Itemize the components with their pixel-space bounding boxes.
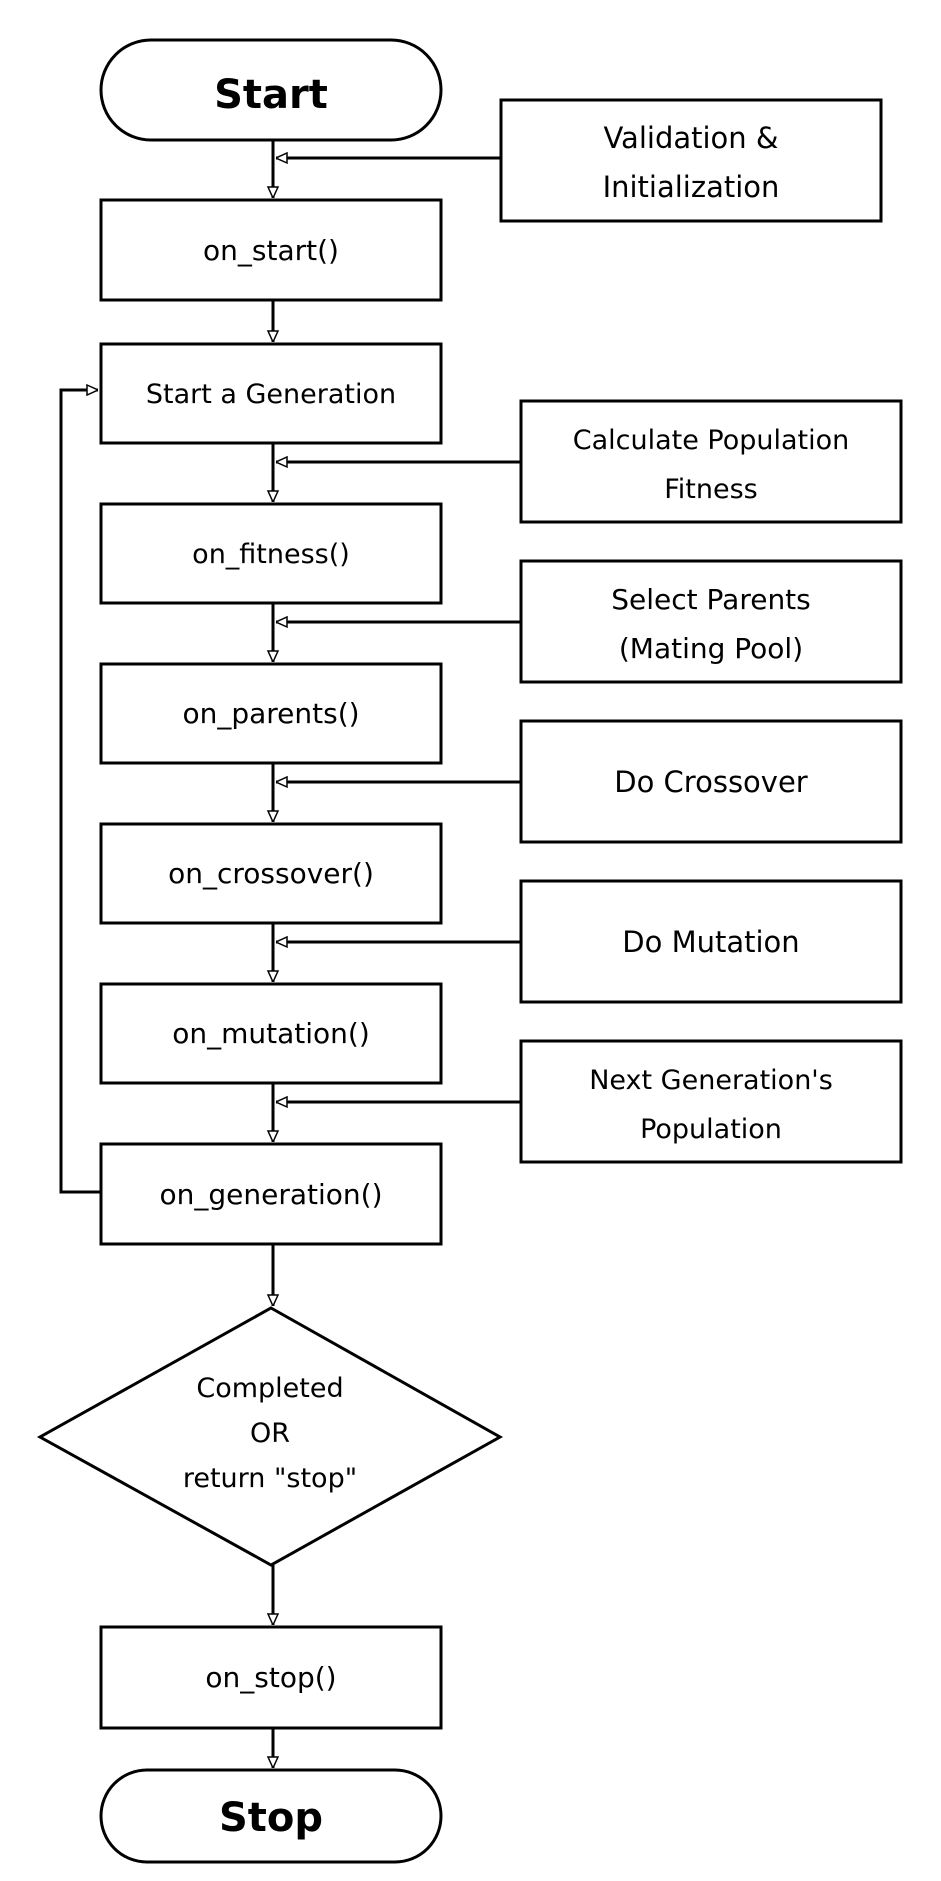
fitness-line-2: Fitness (664, 474, 758, 505)
connector-loop-back (59, 390, 101, 1194)
crossover-shape (519, 719, 903, 844)
fitness-line-1: Calculate Population (573, 425, 850, 456)
mutation-line-1: Do Mutation (622, 925, 799, 959)
on-mutation-shape (99, 982, 443, 1085)
on-generation-label: on_generation() (159, 1178, 382, 1211)
on-stop-shape (99, 1625, 443, 1730)
validation-line-1: Validation & (603, 121, 778, 155)
next-gen-box: Next Generation's Population (519, 1039, 903, 1164)
on-stop-box: on_stop() (99, 1625, 443, 1730)
mutation-box: Do Mutation (519, 879, 903, 1004)
parents-shape (519, 559, 903, 684)
decision-line-2: OR (250, 1418, 290, 1449)
start-label: Start (214, 72, 328, 118)
on-start-box: on_start() (99, 198, 443, 302)
main-flow-connectors (59, 140, 273, 1768)
on-stop-label: on_stop() (205, 1661, 336, 1694)
start-generation-shape (99, 342, 443, 445)
on-start-label: on_start() (203, 234, 339, 267)
validation-line-2: Initialization (603, 170, 780, 204)
next-gen-shape (519, 1039, 903, 1164)
crossover-box: Do Crossover (519, 719, 903, 844)
decision-line-3: return "stop" (183, 1463, 357, 1494)
on-generation-box: on_generation() (99, 1142, 443, 1246)
validation-shape (499, 98, 883, 223)
start-shape (99, 38, 443, 142)
on-parents-shape (99, 662, 443, 765)
start-generation-box: Start a Generation (99, 342, 443, 445)
parents-line-1: Select Parents (611, 583, 811, 616)
decision-shape (36, 1306, 504, 1567)
stop-label: Stop (219, 1795, 323, 1841)
on-start-shape (99, 198, 443, 302)
parents-box: Select Parents (Mating Pool) (519, 559, 903, 684)
validation-box: Validation & Initialization (499, 98, 883, 223)
on-crossover-shape (99, 822, 443, 925)
crossover-line-1: Do Crossover (614, 765, 808, 799)
stop-shape (99, 1768, 443, 1864)
on-mutation-label: on_mutation() (172, 1017, 370, 1050)
on-mutation-box: on_mutation() (99, 982, 443, 1085)
next-gen-line-2: Population (640, 1114, 782, 1145)
on-parents-box: on_parents() (99, 662, 443, 765)
decision-line-1: Completed (196, 1373, 343, 1404)
fitness-shape (519, 399, 903, 524)
fitness-box: Calculate Population Fitness (519, 399, 903, 524)
on-fitness-shape (99, 502, 443, 605)
next-gen-line-1: Next Generation's (589, 1065, 833, 1096)
start-terminal: Start (99, 38, 443, 142)
on-generation-shape (99, 1142, 443, 1246)
side-input-connectors (276, 158, 521, 1102)
on-fitness-box: on_fitness() (99, 502, 443, 605)
mutation-shape (519, 879, 903, 1004)
stop-terminal: Stop (99, 1768, 443, 1864)
on-parents-label: on_parents() (182, 697, 359, 730)
parents-line-2: (Mating Pool) (619, 632, 803, 665)
on-crossover-label: on_crossover() (168, 857, 374, 890)
decision-diamond: Completed OR return "stop" (36, 1306, 504, 1567)
start-generation-label: Start a Generation (146, 379, 396, 410)
on-fitness-label: on_fitness() (192, 539, 350, 570)
on-crossover-box: on_crossover() (99, 822, 443, 925)
